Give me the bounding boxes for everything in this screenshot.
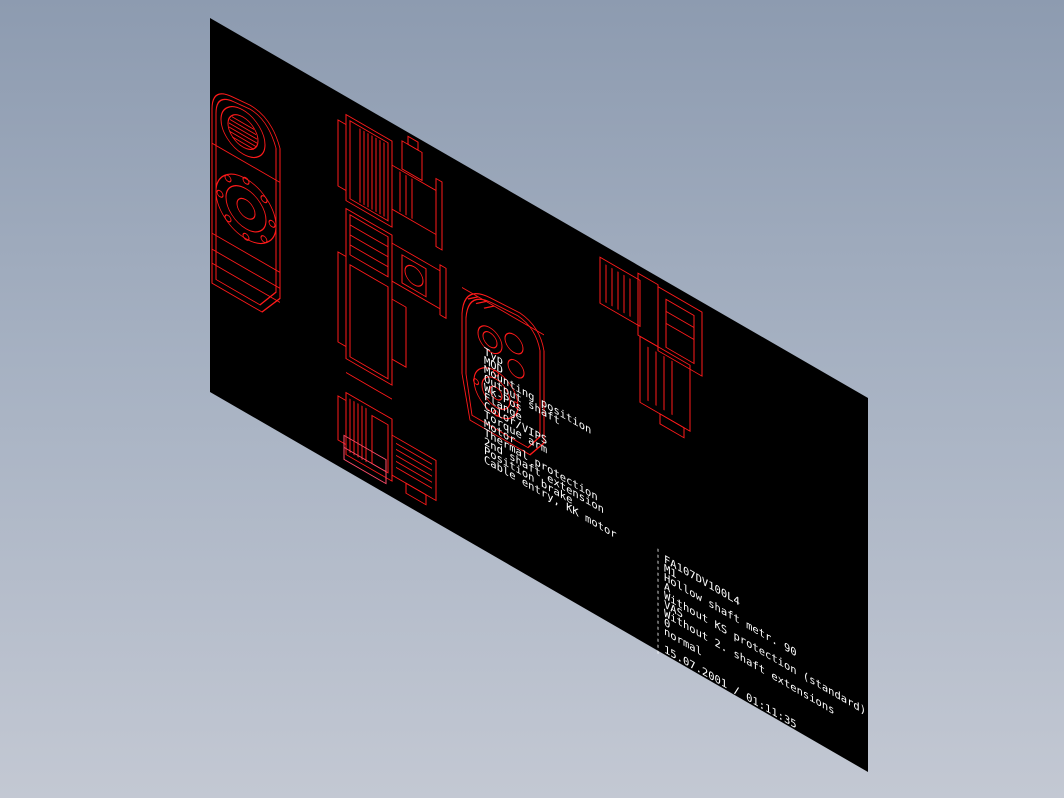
gearbox-side-view-middle <box>337 207 447 400</box>
gearbox-side-view-top <box>337 113 443 251</box>
gearbox-side-view-right <box>599 256 703 439</box>
value-wk-pos: A <box>664 579 670 596</box>
drawing-sheet <box>210 18 868 772</box>
gearbox-side-view-bottom <box>337 391 437 506</box>
gear-hatch <box>229 116 257 150</box>
gearbox-front-view <box>211 93 281 313</box>
value-torque: 0 <box>664 615 670 632</box>
gearbox-front-view-centre <box>461 287 545 456</box>
